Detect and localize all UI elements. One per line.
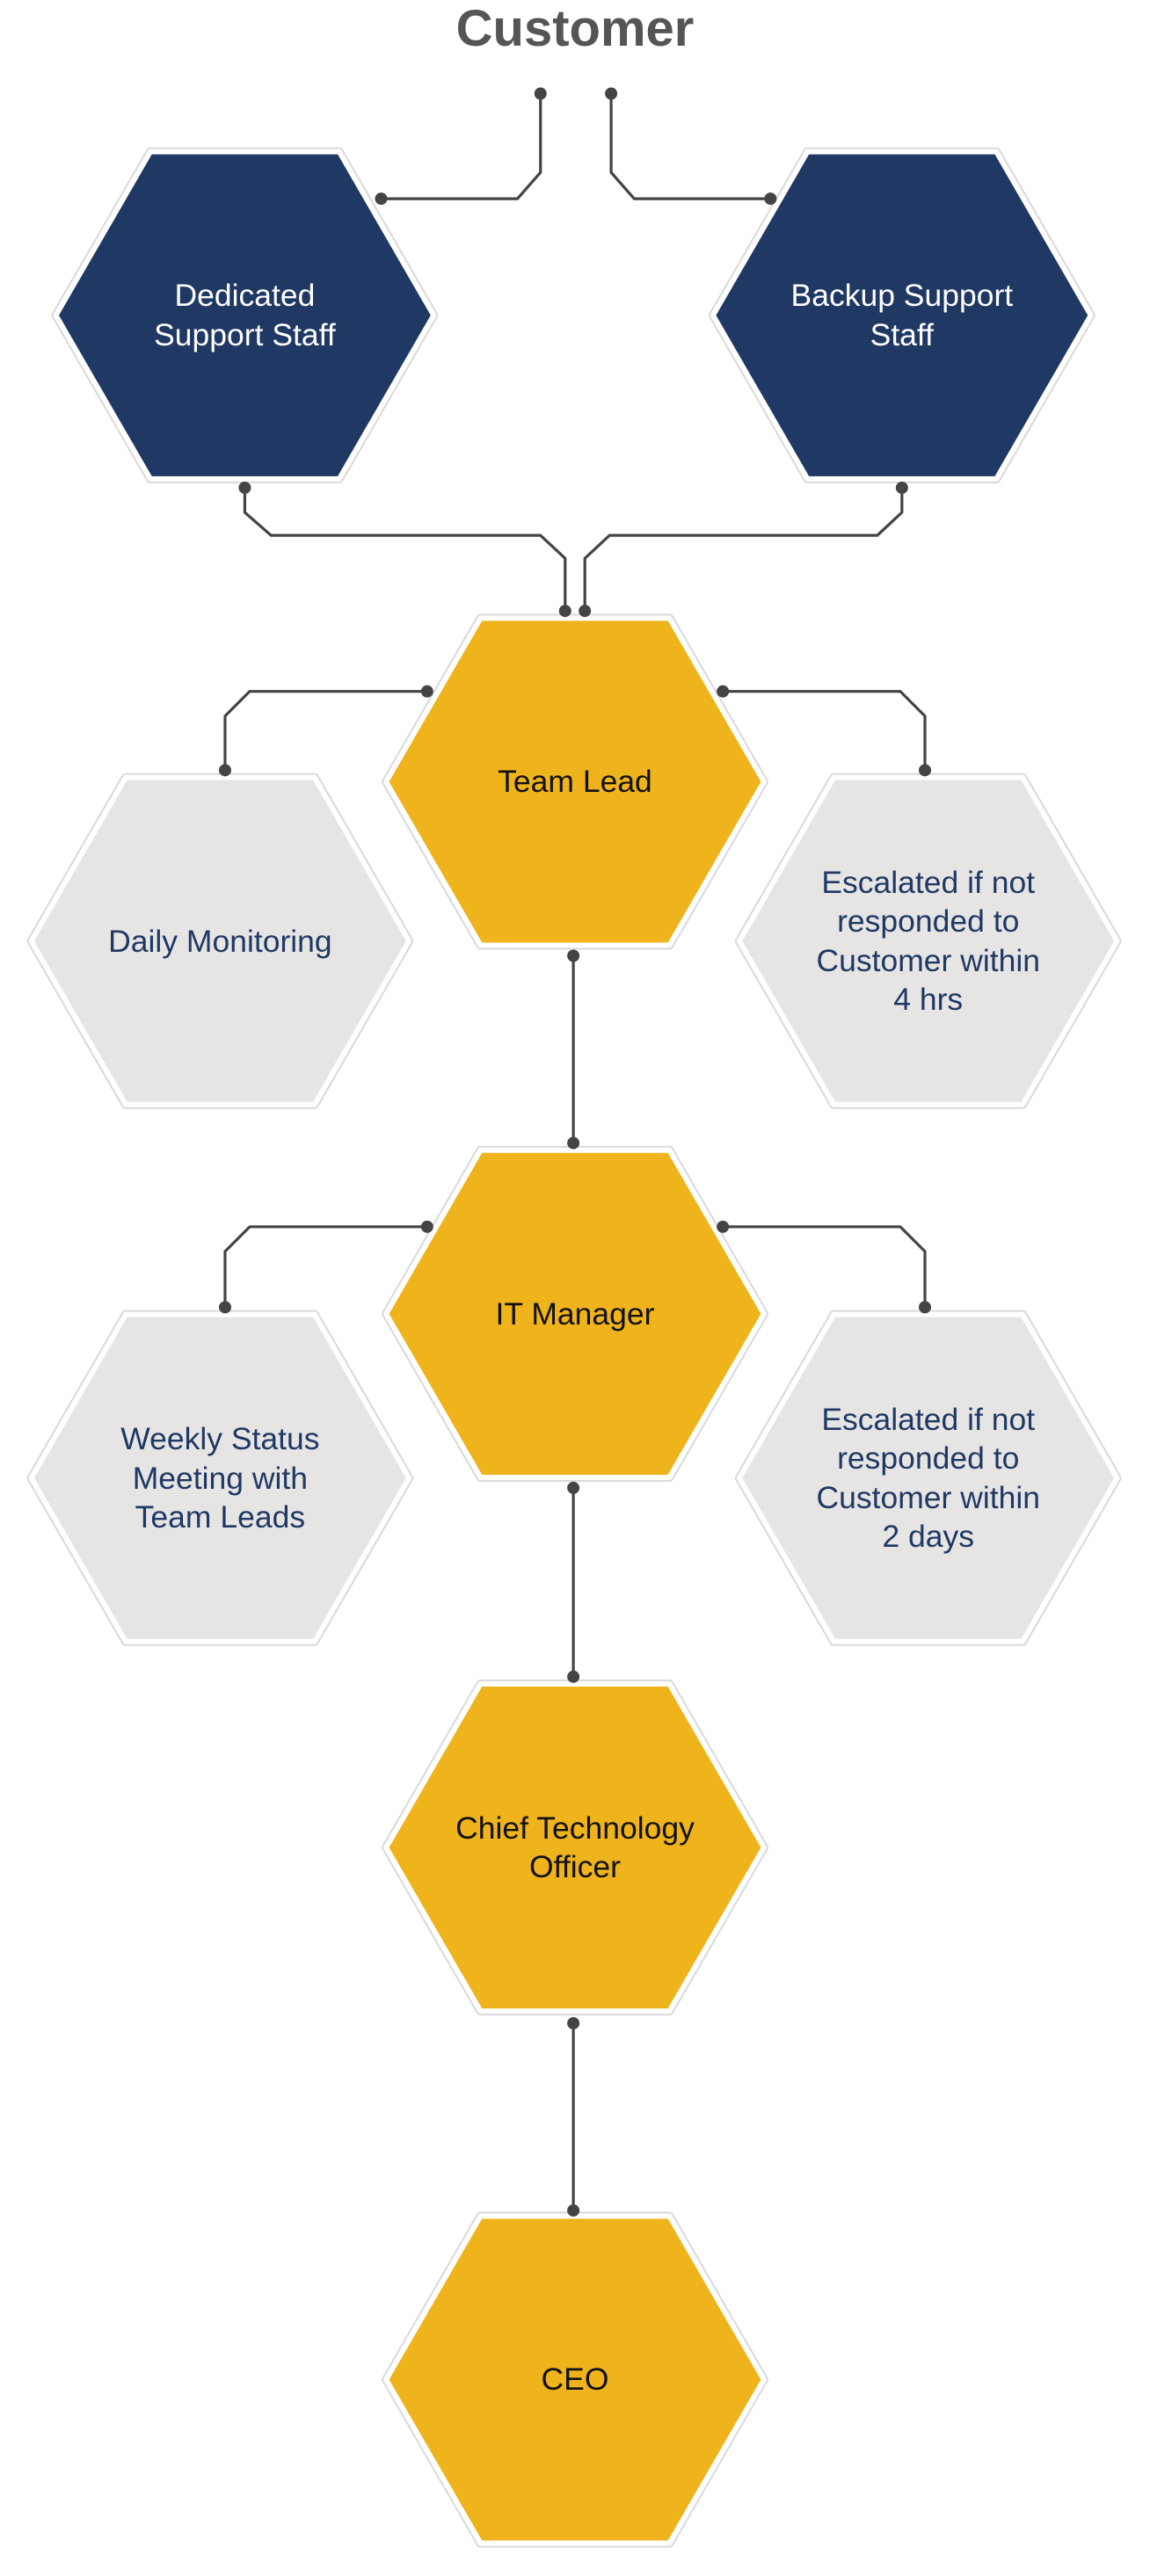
connector-end-dot-it-manager-to-chief-technology-officer	[567, 1670, 580, 1683]
title: Customer	[455, 0, 695, 57]
connector-end-dot-team-lead-to-daily-monitoring	[218, 764, 231, 777]
connector-end-dot-it-manager-to-weekly-status-meeting	[218, 1301, 231, 1314]
connector-start-dot-customer-to-backup-support-staff	[605, 87, 618, 100]
hexagon-daily-monitoring	[28, 774, 412, 1107]
hexagon-backup-support-staff	[710, 149, 1094, 482]
connector-start-dot-it-manager-to-weekly-status-meeting	[420, 1220, 433, 1233]
hexagon-it-manager	[383, 1147, 767, 1480]
connector-end-dot-team-lead-to-escalated-4hrs	[919, 764, 932, 777]
connector-end-dot-customer-to-backup-support-staff	[764, 192, 777, 206]
connector-customer-to-backup-support-staff	[609, 93, 771, 200]
connector-start-dot-team-lead-to-escalated-4hrs	[717, 685, 730, 698]
connector-start-dot-it-manager-to-escalated-2days	[717, 1220, 730, 1233]
connectors	[223, 93, 927, 2211]
connector-end-dot-team-lead-to-it-manager	[567, 1136, 580, 1150]
connector-start-dot-customer-to-dedicated-support-staff	[534, 87, 547, 100]
hexagon-team-lead	[383, 615, 767, 948]
connector-it-manager-to-weekly-status-meeting	[223, 1225, 427, 1308]
connector-end-dot-customer-to-dedicated-support-staff	[375, 192, 388, 206]
connector-start-dot-team-lead-to-it-manager	[567, 949, 580, 962]
hexagon-chief-technology-officer	[383, 1681, 767, 2014]
connector-start-dot-chief-technology-officer-to-ceo	[567, 2017, 580, 2030]
hexagon-escalated-4hrs	[736, 774, 1120, 1107]
connector-dots	[218, 87, 932, 2217]
connector-team-lead-to-escalated-4hrs	[723, 690, 927, 771]
hexagon-ceo	[383, 2213, 767, 2546]
connector-start-dot-dedicated-support-staff-to-team-lead	[238, 481, 251, 494]
connector-end-dot-it-manager-to-escalated-2days	[919, 1301, 932, 1314]
connector-start-dot-backup-support-staff-to-team-lead	[895, 481, 908, 494]
connector-dedicated-support-staff-to-team-lead	[243, 487, 567, 612]
hexagon-escalated-2days	[736, 1311, 1120, 1644]
hexagon-dedicated-support-staff	[53, 149, 437, 482]
hexagon-nodes	[26, 147, 1122, 2548]
connector-start-dot-it-manager-to-chief-technology-officer	[567, 1481, 580, 1494]
connector-backup-support-staff-to-team-lead	[583, 487, 904, 612]
connector-customer-to-dedicated-support-staff	[381, 93, 542, 200]
connector-end-dot-backup-support-staff-to-team-lead	[579, 605, 592, 618]
connector-end-dot-chief-technology-officer-to-ceo	[567, 2204, 580, 2217]
connector-end-dot-dedicated-support-staff-to-team-lead	[558, 605, 571, 618]
connector-team-lead-to-daily-monitoring	[223, 690, 427, 771]
hexagon-weekly-status-meeting	[28, 1311, 412, 1644]
connector-start-dot-team-lead-to-daily-monitoring	[420, 685, 433, 698]
connector-it-manager-to-escalated-2days	[723, 1225, 927, 1308]
